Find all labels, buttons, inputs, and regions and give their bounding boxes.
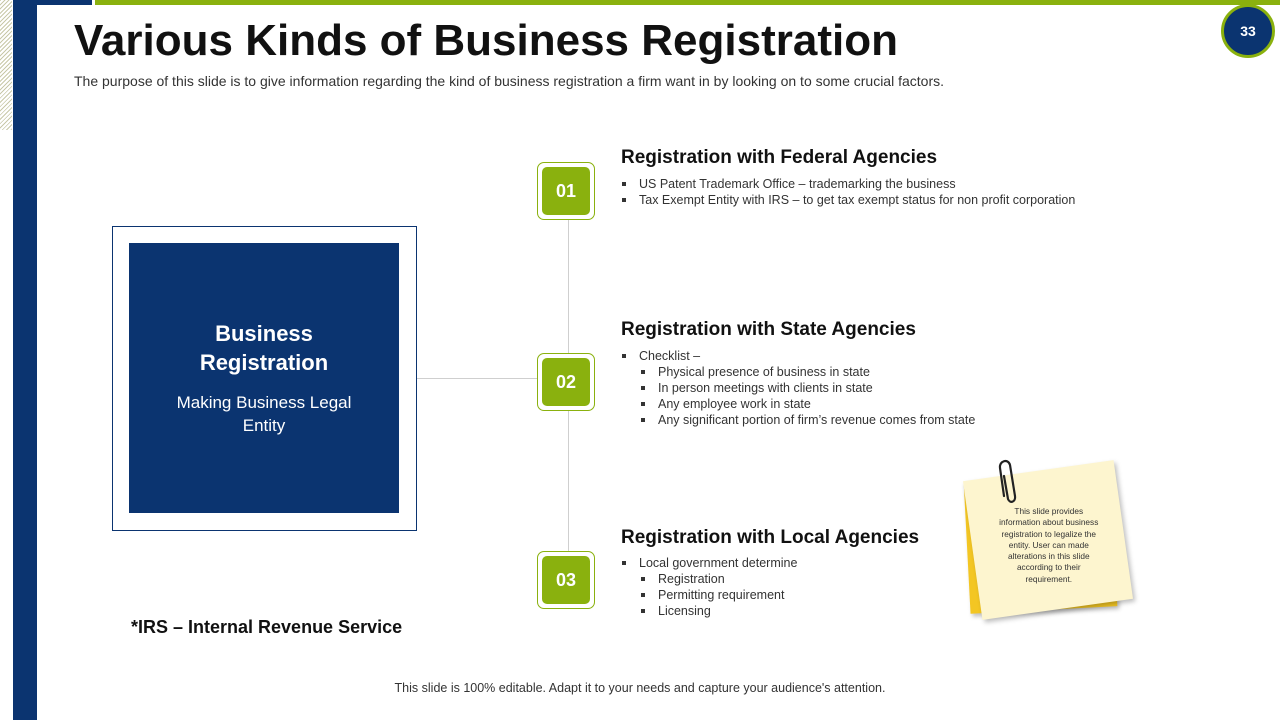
- sub-bullet-item: Permitting requirement: [621, 587, 797, 603]
- connector-horizontal: [417, 378, 538, 379]
- sub-bullet-item: Registration: [621, 571, 797, 587]
- sub-bullet-item: In person meetings with clients in state: [621, 380, 975, 396]
- section-title-federal: Registration with Federal Agencies: [621, 147, 938, 168]
- step-number-badge: 01: [537, 162, 595, 220]
- center-box-title: Business Registration: [199, 321, 329, 375]
- sub-bullet-item: Physical presence of business in state: [621, 364, 975, 380]
- section-bullets-federal: US Patent Trademark Office – trademarkin…: [621, 176, 1075, 208]
- step-number-badge: 03: [537, 551, 595, 609]
- section-title-state: Registration with State Agencies: [621, 319, 916, 340]
- sub-bullet-item: Licensing: [621, 603, 797, 619]
- decorative-hatch: [0, 0, 12, 130]
- footnote: *IRS – Internal Revenue Service: [131, 617, 403, 637]
- section-title-local: Registration with Local Agencies: [621, 527, 920, 548]
- left-accent-bar: [13, 0, 37, 720]
- step-number: 01: [542, 167, 590, 215]
- step-number: 03: [542, 556, 590, 604]
- bullet-item: Checklist –: [621, 348, 975, 364]
- step-number: 02: [542, 358, 590, 406]
- sub-bullet-item: Any employee work in state: [621, 396, 975, 412]
- slide-subtitle: The purpose of this slide is to give inf…: [74, 73, 944, 89]
- center-box: Business Registration Making Business Le…: [129, 243, 399, 513]
- sub-bullet-item: Any significant portion of firm’s revenu…: [621, 412, 975, 428]
- center-box-subtitle: Making Business Legal Entity: [176, 393, 352, 435]
- sticky-note: This slide provides information about bu…: [962, 460, 1134, 620]
- paperclip-icon: [998, 459, 1017, 503]
- step-number-badge: 02: [537, 353, 595, 411]
- bullet-item: US Patent Trademark Office – trademarkin…: [621, 176, 1075, 192]
- page-number-badge: 33: [1221, 4, 1275, 58]
- slide-title: Various Kinds of Business Registration: [74, 16, 898, 65]
- section-bullets-state: Checklist – Physical presence of busines…: [621, 348, 975, 428]
- footer-note: This slide is 100% editable. Adapt it to…: [394, 681, 886, 695]
- top-accent-line: [95, 0, 1280, 5]
- section-bullets-local: Local government determine Registration …: [621, 555, 797, 619]
- bullet-item: Tax Exempt Entity with IRS – to get tax …: [621, 192, 1075, 208]
- top-accent-navy: [37, 0, 92, 5]
- sticky-note-text: This slide provides information about bu…: [999, 506, 1099, 585]
- bullet-item: Local government determine: [621, 555, 797, 571]
